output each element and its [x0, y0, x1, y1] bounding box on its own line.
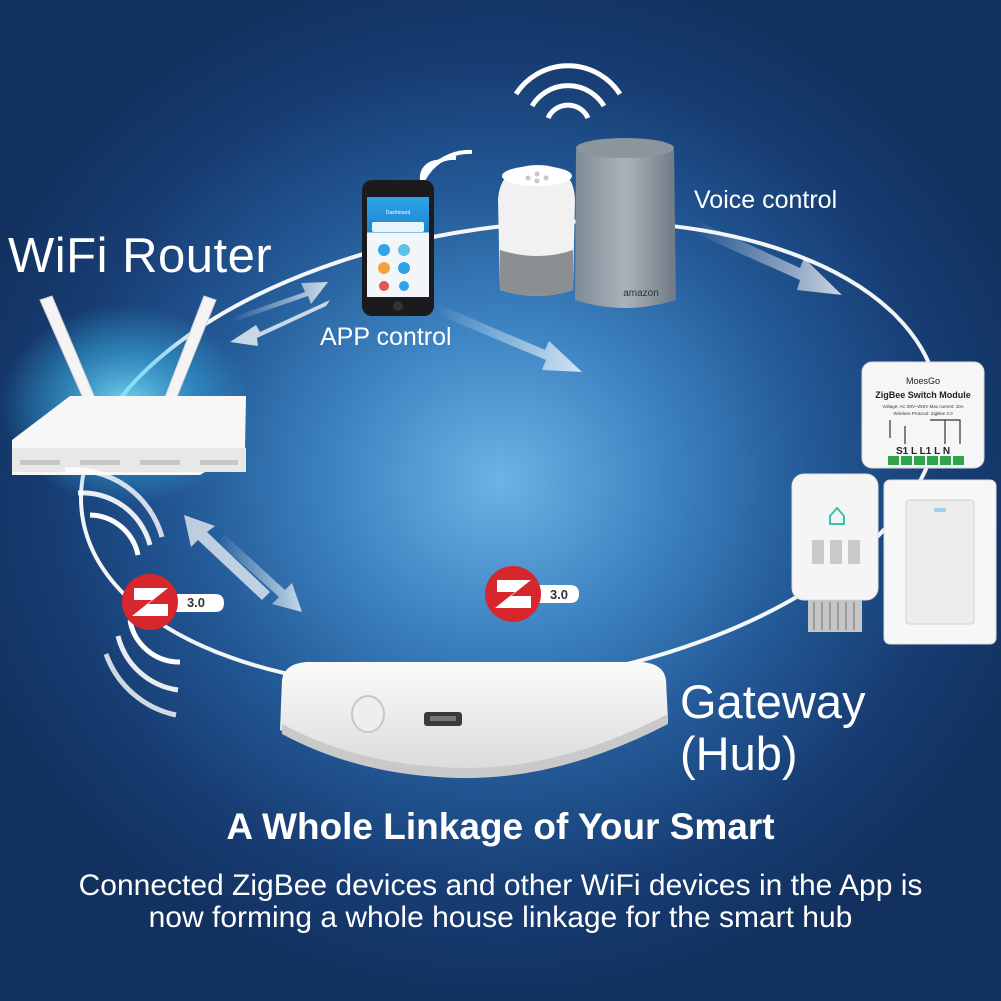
svg-text:Voltage: AC 90V~250V Max cur: Voltage: AC 90V~250V Max current: 10A: [882, 404, 963, 409]
svg-text:3.0: 3.0: [550, 587, 568, 602]
arrow-voice-to-module: [694, 222, 842, 295]
svg-text:Dashboard: Dashboard: [386, 210, 411, 216]
gateway-label-line2: (Hub): [680, 727, 798, 780]
description-text: Connected ZigBee devices and other WiFi …: [78, 869, 923, 934]
arrow-router-hub-down: [218, 535, 302, 612]
speaker-wifi-waves: [513, 63, 623, 120]
zigbee-switch-module-image: MoesGo ZigBee Switch Module Voltage: AC …: [861, 361, 985, 469]
wifi-router-image: [12, 295, 246, 475]
voice-control-label: Voice control: [694, 186, 838, 214]
gateway-hub-image: [280, 662, 668, 779]
google-home-speaker-image: [498, 165, 575, 296]
arrow-router-hub-up: [184, 515, 270, 600]
wall-switch-image: [883, 479, 997, 645]
svg-text:3.0: 3.0: [187, 595, 205, 610]
headline: A Whole Linkage of Your Smart: [226, 806, 775, 847]
svg-text:MoesGo: MoesGo: [906, 376, 940, 386]
wifi-router-label: WiFi Router: [8, 229, 273, 283]
svg-text:S1 L L1 L N: S1 L L1 L N: [896, 446, 950, 457]
gateway-hub-label: Gateway (Hub): [680, 676, 865, 780]
router-wifi-waves: [64, 467, 165, 556]
hub-wifi-waves: [103, 619, 181, 718]
arrow-router-to-phone: [230, 282, 328, 322]
zigbee-badge-left: 3.0: [122, 574, 224, 630]
amazon-echo-speaker-image: amazon: [575, 138, 676, 308]
app-control-label: APP control: [320, 323, 452, 351]
thermostatic-valve-image: [791, 473, 879, 632]
arrow-phone-to-router: [230, 300, 330, 346]
svg-text:amazon: amazon: [623, 288, 659, 299]
gateway-label-line1: Gateway: [680, 675, 866, 728]
svg-text:Wireless Protocol: ZigBee 3.0: Wireless Protocol: ZigBee 3.0: [893, 411, 953, 416]
arrow-phone-to-center: [436, 305, 582, 372]
svg-text:ZigBee Switch Module: ZigBee Switch Module: [875, 390, 971, 400]
smartphone-image: Dashboard: [362, 180, 434, 316]
zigbee-badge-center: 3.0: [485, 566, 579, 622]
